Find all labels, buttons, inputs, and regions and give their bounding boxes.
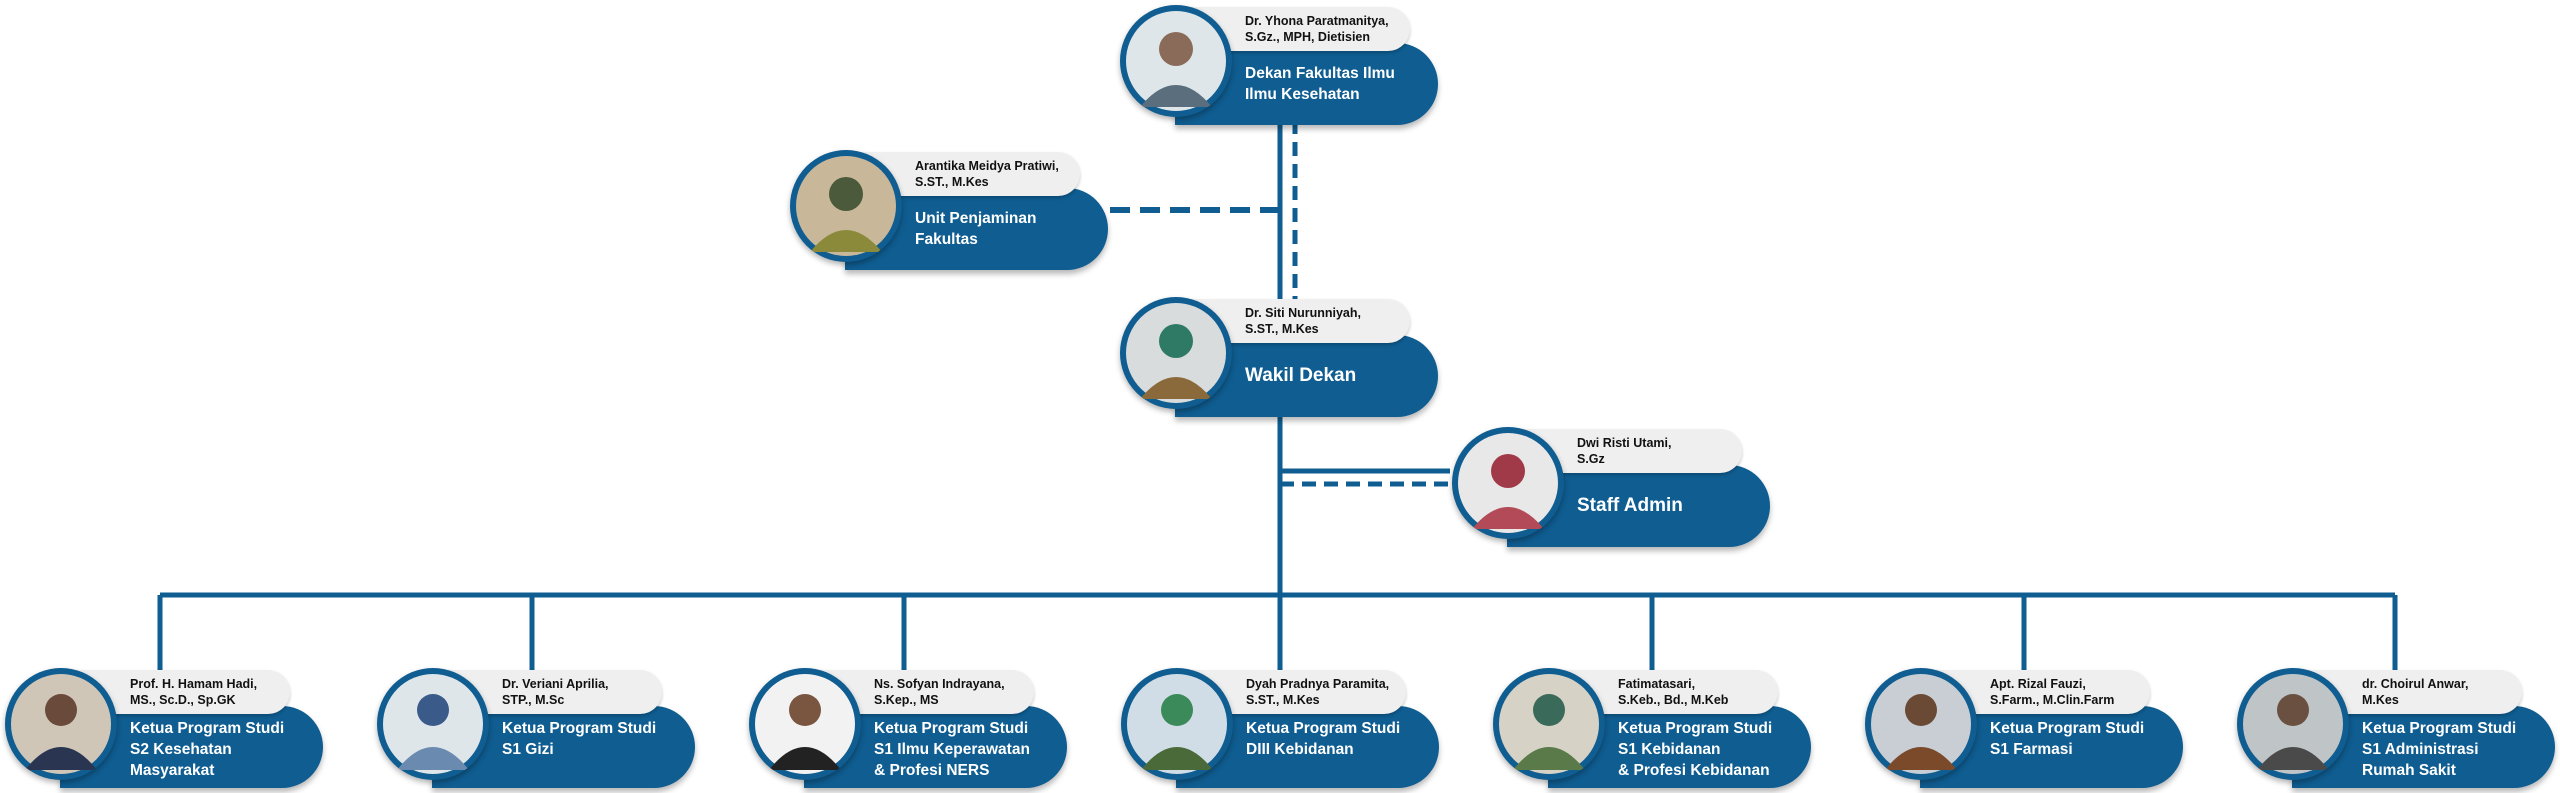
person-name: dr. Choirul Anwar, M.Kes [2362,677,2469,707]
role-title: Staff Admin [1577,495,1683,516]
node-s1-gizi: Dr. Veriani Aprilia, STP., M.Sc Ketua Pr… [377,668,695,788]
role-title: Ketua Program Studi S1 Administrasi Ruma… [2362,720,2517,779]
person-icon [1120,297,1232,409]
node-s1-farmasi: Apt. Rizal Fauzi, S.Farm., M.Clin.Farm K… [1865,668,2183,788]
person-name: Dwi Risti Utami, S.Gz [1577,436,1672,466]
role-title: Ketua Program Studi S1 Gizi [502,720,657,758]
node-s1-keperawatan: Ns. Sofyan Indrayana, S.Kep., MS Ketua P… [749,668,1067,788]
node-s2-kesmas: Prof. H. Hamam Hadi, MS., Sc.D., Sp.GK K… [5,668,323,788]
node-qa-unit: Arantika Meidya Pratiwi, S.ST., M.Kes Un… [790,150,1108,270]
person-name: Ns. Sofyan Indrayana, S.Kep., MS [874,677,1005,707]
node-s1-arsa: dr. Choirul Anwar, M.Kes Ketua Program S… [2237,668,2555,788]
node-diii-kebidanan: Dyah Pradnya Paramita, S.ST., M.Kes Ketu… [1121,668,1439,788]
role-title: Ketua Program Studi S1 Farmasi [1990,720,2145,758]
person-icon [749,668,861,780]
node-vice-dean: Dr. Siti Nurunniyah, S.ST., M.Kes Wakil … [1120,297,1438,417]
person-icon [377,668,489,780]
person-name: Arantika Meidya Pratiwi, S.ST., M.Kes [915,159,1059,189]
node-s1-kebidanan: Fatimatasari, S.Keb., Bd., M.Keb Ketua P… [1493,668,1811,788]
person-icon [1120,5,1232,117]
role-title: Ketua Program Studi S1 Kebidanan & Profe… [1618,720,1773,779]
role-title: Ketua Program Studi S1 Ilmu Keperawatan … [874,720,1030,779]
role-title: Ketua Program Studi S2 Kesehatan Masyara… [130,720,285,779]
node-dean: Dr. Yhona Paratmanitya, S.Gz., MPH, Diet… [1120,5,1438,125]
role-title: Dekan Fakultas Ilmu Ilmu Kesehatan [1245,65,1395,103]
person-icon [1493,668,1605,780]
role-title: Ketua Program Studi DIII Kebidanan [1246,720,1401,758]
person-name: Prof. H. Hamam Hadi, MS., Sc.D., Sp.GK [130,677,258,707]
person-icon [1452,427,1564,539]
role-title: Unit Penjaminan Fakultas [915,210,1037,248]
person-icon [1121,668,1233,780]
person-icon [790,150,902,262]
person-icon [5,668,117,780]
person-name: Dr. Veriani Aprilia, STP., M.Sc [502,677,609,707]
person-name: Dyah Pradnya Paramita, S.ST., M.Kes [1246,677,1390,707]
person-name: Apt. Rizal Fauzi, S.Farm., M.Clin.Farm [1990,677,2115,707]
person-name: Dr. Siti Nurunniyah, S.ST., M.Kes [1245,306,1361,336]
person-name: Dr. Yhona Paratmanitya, S.Gz., MPH, Diet… [1245,14,1389,44]
role-title: Wakil Dekan [1245,365,1357,386]
person-icon [1865,668,1977,780]
person-icon [2237,668,2349,780]
node-staff-admin: Dwi Risti Utami, S.Gz Staff Admin [1452,427,1770,547]
person-name: Fatimatasari, S.Keb., Bd., M.Keb [1618,677,1729,707]
